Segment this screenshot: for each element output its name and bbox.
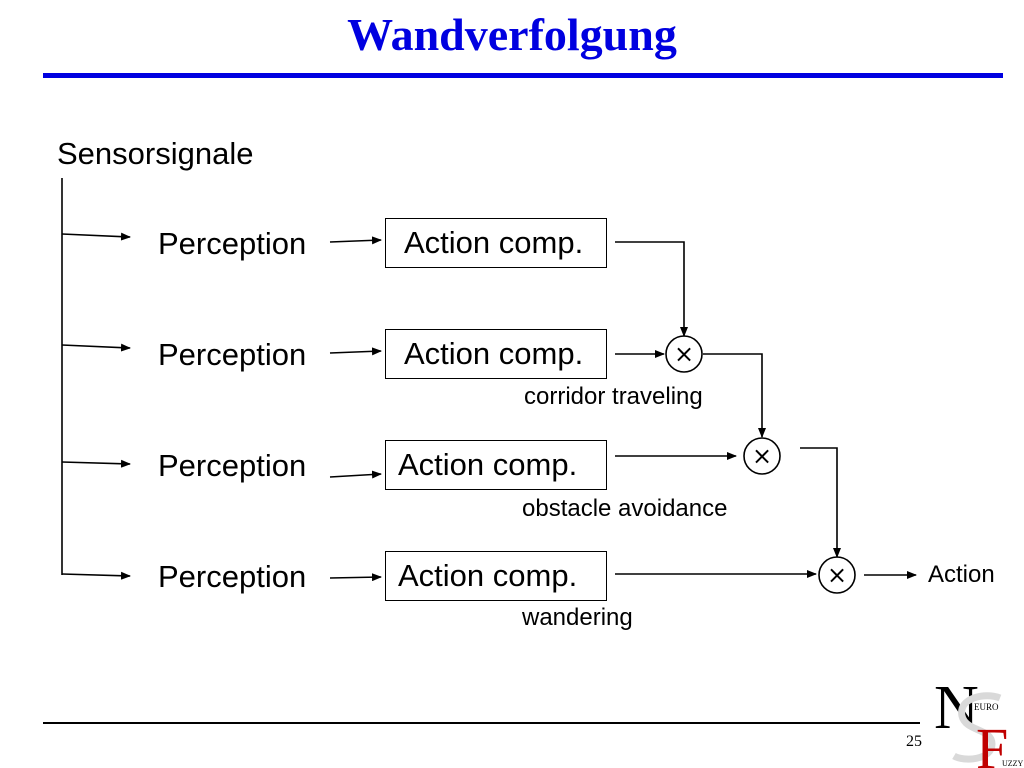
action-comp-box-4: Action comp. [385,551,607,601]
multiplier-symbol-1: × [674,340,694,368]
action-comp-box-3: Action comp. [385,440,607,490]
action1-to-mult1-arrow [615,241,688,337]
behavior-label-wandering: wandering [522,604,633,631]
perception-label-1: Perception [158,226,307,261]
output-action-label: Action [928,561,995,588]
footer-rule [43,722,920,724]
behavior-label-obstacle: obstacle avoidance [522,495,728,522]
perception-label-4: Perception [158,559,307,594]
perception-label-2: Perception [158,337,307,372]
logo-text-euro: EURO [974,702,999,712]
sensor-arrow-3 [61,459,131,468]
neuro-fuzzy-logo: N EURO F UZZY [934,674,1024,768]
perception-label-3: Perception [158,448,307,483]
action-comp-box-1: Action comp. [385,218,607,268]
perception-arrow-4 [329,573,382,582]
logo-s-swoosh [952,692,1002,763]
action-comp-label-4: Action comp. [398,558,578,593]
behavior-label-corridor: corridor traveling [524,383,703,410]
logo-letter-n: N [934,674,979,742]
action-comp-label-2: Action comp. [404,336,584,371]
sensor-signals-label: Sensorsignale [57,136,254,171]
multiplier-node-1 [665,335,703,373]
action-comp-box-2: Action comp. [385,329,607,379]
page-title: Wandverfolgung [347,9,677,60]
mult1-to-mult2-arrow [703,353,766,438]
sensor-arrow-2 [61,343,131,352]
perception-arrow-3 [329,470,382,479]
sensor-arrow-4 [61,571,131,580]
perception-arrow-1 [329,236,382,245]
title-underline [43,73,1003,78]
multiplier-node-2 [743,437,781,475]
multiplier-symbol-3: × [827,561,847,589]
mult2-to-mult3-arrow [800,447,841,558]
perception-arrow-2 [329,347,382,356]
multiplier-symbol-2: × [752,442,772,470]
action-comp-label-1: Action comp. [404,225,584,260]
logo-letter-f: F [976,716,1008,768]
page-number: 25 [906,733,922,750]
sensor-arrow-1 [61,232,131,241]
multiplier-node-3 [818,556,856,594]
action-comp-label-3: Action comp. [398,447,578,482]
logo-text-uzzy: UZZY [1002,759,1024,768]
